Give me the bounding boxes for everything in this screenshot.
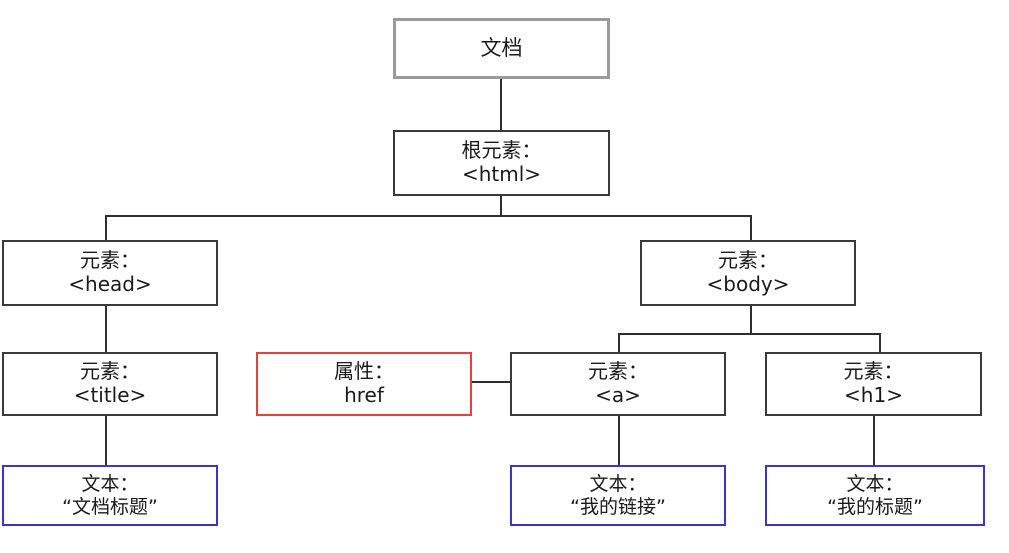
node-text-a[interactable]: 文本： “我的链接” [510,465,726,526]
node-body-line1: 元素： [718,248,778,273]
node-a-line1: 元素： [588,359,648,384]
node-attribute-href[interactable]: 属性： href [256,352,472,416]
node-h1-line2: <h1> [844,383,903,407]
node-a[interactable]: 元素： <a> [510,352,726,416]
edge-h1-text [873,415,875,466]
edge-body-to-h1 [879,333,881,353]
edge-head-title [105,306,107,352]
edge-a-text [618,415,620,466]
node-document[interactable]: 文档 [393,18,610,79]
edge-html-stem [500,195,502,217]
edge-title-text [105,415,107,466]
node-document-line1: 文档 [480,36,523,61]
node-text-h1-line2: “我的标题” [827,495,923,518]
node-title-line2: <title> [73,383,147,407]
node-text-h1[interactable]: 文本： “我的标题” [765,465,985,526]
node-href-line2: href [344,383,384,407]
edge-html-to-head [105,215,107,241]
node-text-title[interactable]: 文本： “文档标题” [2,465,218,526]
node-html[interactable]: 根元素： <html> [393,130,610,196]
node-title-line1: 元素： [80,359,140,384]
node-html-line1: 根元素： [461,138,542,163]
node-head-line2: <head> [68,272,152,296]
edge-html-bar [105,215,752,217]
node-href-line1: 属性： [334,359,394,384]
node-h1-line1: 元素： [843,359,904,384]
node-text-title-line2: “文档标题” [62,495,158,518]
node-head-line1: 元素： [80,248,140,273]
node-head[interactable]: 元素： <head> [2,240,218,306]
node-text-title-line1: 文本： [81,473,139,496]
edge-body-stem [750,306,752,334]
node-a-line2: <a> [595,383,641,407]
edge-href-a [472,381,512,383]
node-h1[interactable]: 元素： <h1> [765,352,982,416]
node-html-line2: <html> [461,162,542,186]
edge-html-to-body [750,215,752,241]
node-body-line2: <body> [706,272,790,296]
node-title[interactable]: 元素： <title> [2,352,218,416]
edge-body-bar [618,333,881,335]
edge-body-to-a [618,333,620,353]
node-body[interactable]: 元素： <body> [640,240,856,306]
node-text-a-line1: 文本： [589,473,647,496]
node-text-a-line2: “我的链接” [570,495,666,518]
edge-document-html [500,78,502,130]
node-text-h1-line1: 文本： [846,473,904,496]
